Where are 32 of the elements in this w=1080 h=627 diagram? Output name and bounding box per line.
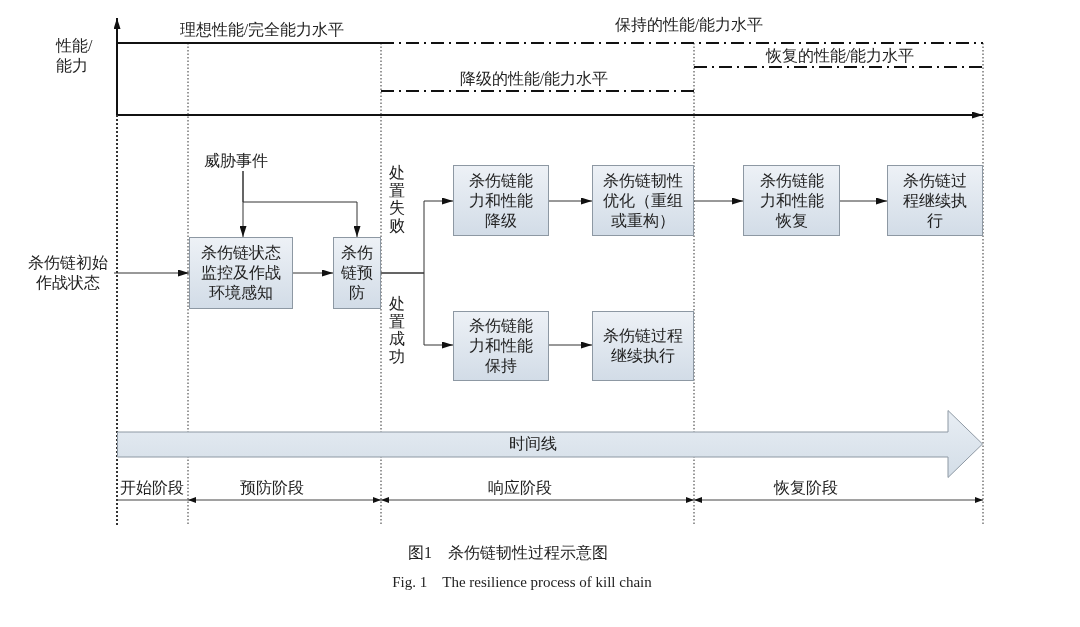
arrow — [380, 272, 454, 349]
process-box: 杀伤链韧性优化（重组或重构） — [592, 165, 694, 236]
process-box: 杀伤链能力和性能降级 — [453, 165, 549, 236]
arrow — [839, 197, 888, 205]
process-box: 杀伤链状态监控及作战环境感知 — [189, 237, 293, 309]
arrow — [113, 269, 190, 277]
process-box: 杀伤链过程继续执行 — [887, 165, 983, 236]
process-box: 杀伤链预防 — [333, 237, 381, 309]
arrow — [292, 269, 334, 277]
figure-caption: Fig. 1 The resilience process of kill chain — [392, 573, 652, 592]
process-box: 杀伤链过程继续执行 — [592, 311, 694, 381]
level-label: 理想性能/完全能力水平 — [179, 20, 345, 40]
edge-label: 处置成功 — [389, 295, 405, 366]
phase-label: 恢复阶段 — [774, 478, 838, 498]
level-label: 降级的性能/能力水平 — [459, 69, 609, 89]
timeline-arrow: 时间线 — [117, 410, 983, 478]
event-label: 威胁事件 — [197, 151, 275, 171]
phase-label: 预防阶段 — [240, 478, 304, 498]
process-box: 杀伤链能力和性能恢复 — [743, 165, 840, 236]
phase-label: 响应阶段 — [488, 478, 552, 498]
phase-label: 开始阶段 — [120, 478, 184, 498]
arrow — [548, 197, 593, 205]
level-label: 保持的性能/能力水平 — [614, 15, 764, 35]
arrow — [548, 341, 593, 349]
arrow — [242, 170, 361, 238]
state-label: 杀伤链初始作战状态 — [22, 252, 114, 294]
process-box: 杀伤链能力和性能保持 — [453, 311, 549, 381]
figure-caption: 图1 杀伤链韧性过程示意图 — [408, 543, 608, 563]
axis-label: 性能/能力 — [56, 36, 94, 76]
edge-label: 处置失败 — [389, 164, 405, 235]
arrow — [693, 197, 744, 205]
level-label: 恢复的性能/能力水平 — [765, 46, 915, 66]
